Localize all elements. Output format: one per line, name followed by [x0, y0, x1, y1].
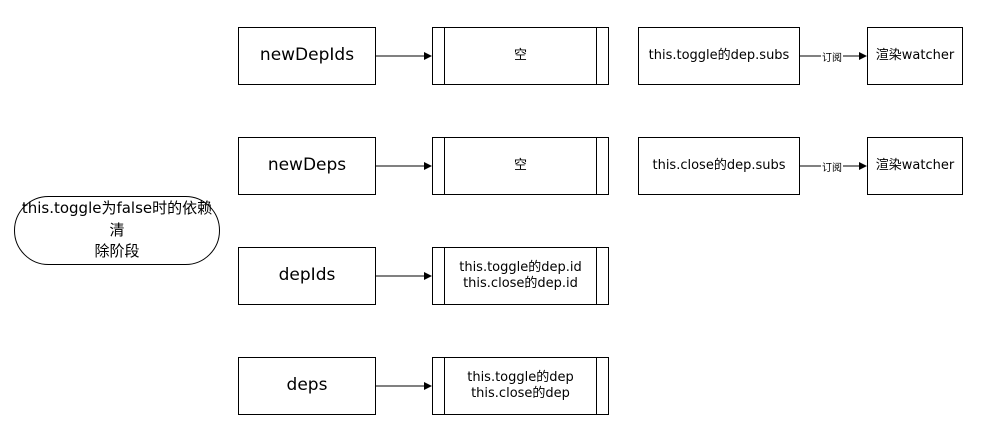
value-box-left-bar — [444, 358, 445, 414]
value-label-line1: this.toggle的dep.id — [459, 259, 582, 275]
value-label-line2: this.close的dep — [471, 386, 570, 401]
dep-subs-box-toggle: this.toggle的dep.subs — [638, 27, 800, 85]
value-box-right-bar — [596, 248, 597, 304]
value-box-newDeps: 空 — [432, 137, 609, 195]
value-label: 空 — [513, 157, 527, 173]
stage-node: this.toggle为false时的依赖清 除阶段 — [14, 196, 220, 265]
value-box-left-bar — [444, 28, 445, 84]
key-box-deps: deps — [238, 357, 376, 415]
value-box-right-bar — [596, 358, 597, 414]
value-label-line1: this.toggle的dep — [467, 369, 574, 385]
value-box-right-bar — [596, 138, 597, 194]
dep-subs-label: this.toggle的dep.subs — [648, 47, 790, 63]
value-label: 空 — [513, 47, 527, 63]
watcher-label: 渲染watcher — [875, 157, 955, 173]
key-label: newDeps — [267, 155, 347, 176]
key-label: newDepIds — [259, 45, 355, 66]
dep-subs-label: this.close的dep.subs — [652, 157, 786, 173]
key-box-depIds: depIds — [238, 247, 376, 305]
value-label-line2: this.close的dep.id — [463, 276, 578, 291]
watcher-box-close: 渲染watcher — [867, 137, 963, 195]
value-box-newDepIds: 空 — [432, 27, 609, 85]
stage-label-line2: 除阶段 — [94, 242, 140, 261]
stage-label-line1: this.toggle为false时的依赖清 — [21, 198, 213, 239]
edge-label-subscribe: 订阅 — [821, 159, 843, 174]
edge-label-subscribe: 订阅 — [821, 49, 843, 64]
value-box-deps: this.toggle的dep this.close的dep — [432, 357, 609, 415]
value-box-left-bar — [444, 138, 445, 194]
dep-subs-box-close: this.close的dep.subs — [638, 137, 800, 195]
value-box-right-bar — [596, 28, 597, 84]
key-label: deps — [286, 375, 328, 396]
key-box-newDepIds: newDepIds — [238, 27, 376, 85]
value-box-depIds: this.toggle的dep.id this.close的dep.id — [432, 247, 609, 305]
value-box-left-bar — [444, 248, 445, 304]
watcher-box-toggle: 渲染watcher — [867, 27, 963, 85]
watcher-label: 渲染watcher — [875, 47, 955, 63]
key-box-newDeps: newDeps — [238, 137, 376, 195]
key-label: depIds — [278, 265, 336, 286]
